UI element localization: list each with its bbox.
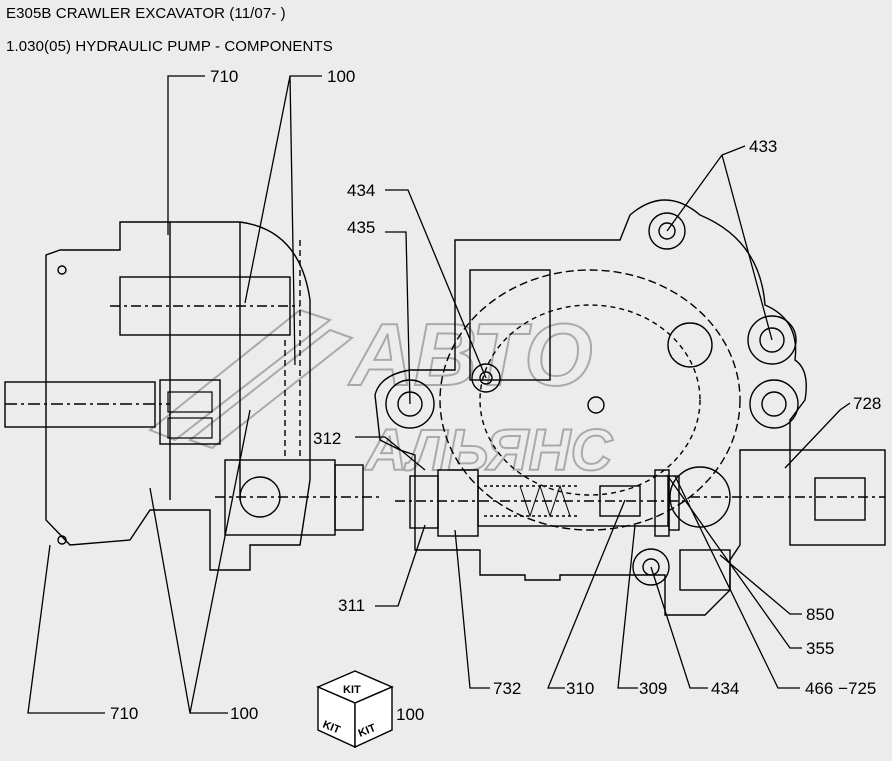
callout-labels: 710 100 434 435 433 728 312 311 850 355 … [110, 67, 881, 724]
kit-box-icon: KIT KIT KIT [316, 670, 394, 749]
callout-434-top: 434 [347, 181, 375, 200]
callout-850: 850 [806, 605, 834, 624]
callout-311: 311 [338, 596, 365, 615]
right-pump-assembly [374, 199, 886, 616]
callout-732: 732 [493, 679, 521, 698]
callout-100-bottom: 100 [230, 704, 258, 723]
callout-100-top: 100 [327, 67, 355, 86]
callout-435: 435 [347, 218, 375, 237]
leader-lines [27, 75, 851, 714]
callout-100-kit: 100 [396, 705, 424, 724]
kit-face-top: KIT [343, 684, 361, 696]
callout-466-725: 466 −725 [805, 679, 876, 698]
callout-728: 728 [853, 394, 881, 413]
callout-310: 310 [566, 679, 594, 698]
callout-433: 433 [749, 137, 777, 156]
page-subtitle: 1.030(05) HYDRAULIC PUMP - COMPONENTS [6, 38, 333, 55]
page-title: E305B CRAWLER EXCAVATOR (11/07- ) [6, 5, 286, 22]
callout-434-bottom: 434 [711, 679, 739, 698]
watermark-line2: АЛЬЯНС [363, 418, 613, 483]
callout-309: 309 [639, 679, 667, 698]
left-pump-assembly [4, 221, 380, 571]
callout-710-top: 710 [210, 67, 238, 86]
callout-312: 312 [313, 429, 341, 448]
callout-710-bottom: 710 [110, 704, 138, 723]
callout-355: 355 [806, 639, 834, 658]
